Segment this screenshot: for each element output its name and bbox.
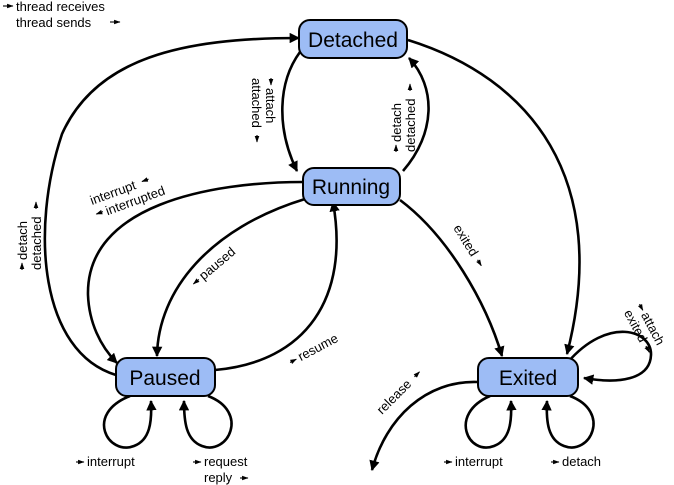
state-paused: Paused: [115, 357, 216, 397]
label-group-paused-interrupt: interrupt: [76, 454, 135, 469]
label-group-release: release: [374, 371, 420, 417]
label-group-resume: resume: [289, 330, 341, 365]
edge-running-to-detached: [402, 57, 430, 172]
label-group-exited-detach: detach: [551, 454, 601, 469]
edge-label-exited-detach: detach: [562, 454, 601, 469]
label-group-detach-right: detach detached: [389, 83, 418, 153]
edge-label-attach: attach: [263, 88, 278, 123]
state-exited: Exited: [477, 357, 579, 397]
edge-exited-self-detach: [541, 394, 595, 449]
label-group-attach: attach attached: [249, 78, 278, 143]
label-group-exited-attach: attach exited: [621, 303, 668, 353]
state-detached-label: Detached: [308, 29, 398, 52]
state-exited-label: Exited: [499, 367, 557, 390]
edge-label-detach: detach: [389, 103, 404, 142]
edge-label-reply: reply: [204, 470, 233, 485]
edge-running-to-paused: [151, 197, 306, 358]
edge-running-to-exited: [399, 198, 505, 357]
edge-label-paused-interrupt: interrupt: [87, 454, 135, 469]
state-detached: Detached: [298, 19, 408, 59]
edge-paused-self-request: [178, 394, 233, 449]
state-running-label: Running: [312, 176, 390, 199]
legend-sends-label: thread sends: [16, 15, 92, 30]
legend-receives-label: thread receives: [16, 0, 105, 14]
edge-exited-release: [369, 380, 479, 472]
label-group-interrupt: interrupt interrupted: [88, 177, 167, 218]
label-group-detach-left: detach detached: [15, 201, 44, 271]
edge-exited-self-interrupt: [464, 394, 517, 449]
edge-label-detach-left: detach: [15, 221, 30, 260]
edge-exited-self-attach: [567, 330, 653, 385]
edge-label-detached: detached: [403, 99, 418, 153]
edge-label-exited: exited: [450, 222, 481, 259]
edges: [43, 32, 653, 472]
label-group-exited-interrupt: interrupt: [444, 454, 503, 469]
edge-label-attached: attached: [249, 78, 264, 128]
edge-detached-to-exited: [407, 38, 581, 356]
legend: thread receives thread sends: [3, 0, 121, 30]
edge-label-detached-left: detached: [29, 217, 44, 271]
state-paused-label: Paused: [129, 367, 200, 390]
edge-paused-self-interrupt: [102, 394, 157, 449]
edge-running-to-paused-interrupt: [86, 180, 304, 364]
edge-paused-to-running: [214, 200, 340, 372]
edge-label-release: release: [374, 376, 415, 417]
edge-label-request: request: [204, 454, 248, 469]
edge-detached-to-running: [281, 51, 302, 172]
label-group-paused: paused: [192, 244, 238, 285]
state-running: Running: [302, 167, 401, 206]
edge-paused-to-detached: [43, 32, 301, 377]
edge-label-exited-interrupt: interrupt: [455, 454, 503, 469]
edge-label-paused: paused: [196, 244, 238, 283]
label-group-paused-request: request reply: [193, 454, 249, 485]
